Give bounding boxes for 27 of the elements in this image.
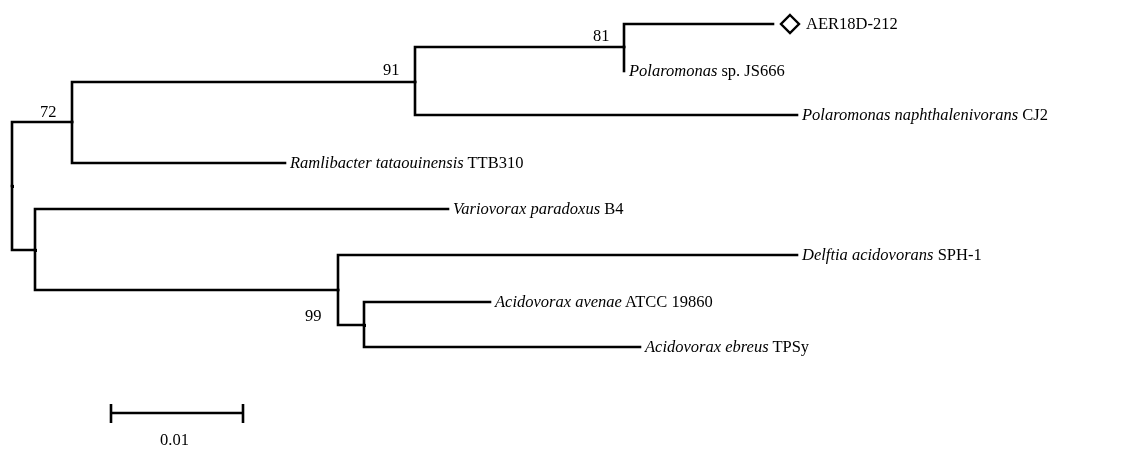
taxon-label: Ramlibacter tataouinensis TTB310 bbox=[290, 153, 524, 173]
taxon-label: Polaromonas sp. JS666 bbox=[629, 61, 785, 81]
taxon-label: AER18D-212 bbox=[806, 14, 898, 34]
branch-node bbox=[34, 249, 37, 252]
branch-node bbox=[11, 185, 14, 188]
taxon-label: Acidovorax ebreus TPSy bbox=[645, 337, 810, 357]
tree-branch bbox=[362, 300, 492, 327]
tree-branch bbox=[336, 253, 799, 292]
tree-branch bbox=[622, 45, 626, 73]
bootstrap-value: 81 bbox=[593, 27, 610, 45]
taxon-label: Delftia acidovorans SPH-1 bbox=[802, 245, 982, 265]
taxon-label: Variovorax paradoxus B4 bbox=[453, 199, 624, 219]
branch-node bbox=[363, 324, 366, 327]
taxon-label: Polaromonas naphthalenivorans CJ2 bbox=[802, 105, 1048, 125]
bootstrap-value: 72 bbox=[40, 103, 57, 121]
tree-branch bbox=[10, 120, 74, 188]
tree-branch bbox=[33, 207, 450, 252]
tree-branch bbox=[413, 45, 626, 84]
bootstrap-value: 99 bbox=[305, 307, 322, 325]
tree-branch bbox=[70, 80, 417, 124]
tree-branch bbox=[70, 120, 287, 165]
bootstrap-value: 91 bbox=[383, 61, 400, 79]
taxon-label: Acidovorax avenae ATCC 19860 bbox=[495, 292, 713, 312]
scale-label: 0.01 bbox=[160, 431, 189, 449]
tree-branch bbox=[413, 80, 799, 117]
tree-branch bbox=[336, 288, 366, 327]
tree-branch bbox=[622, 22, 775, 49]
